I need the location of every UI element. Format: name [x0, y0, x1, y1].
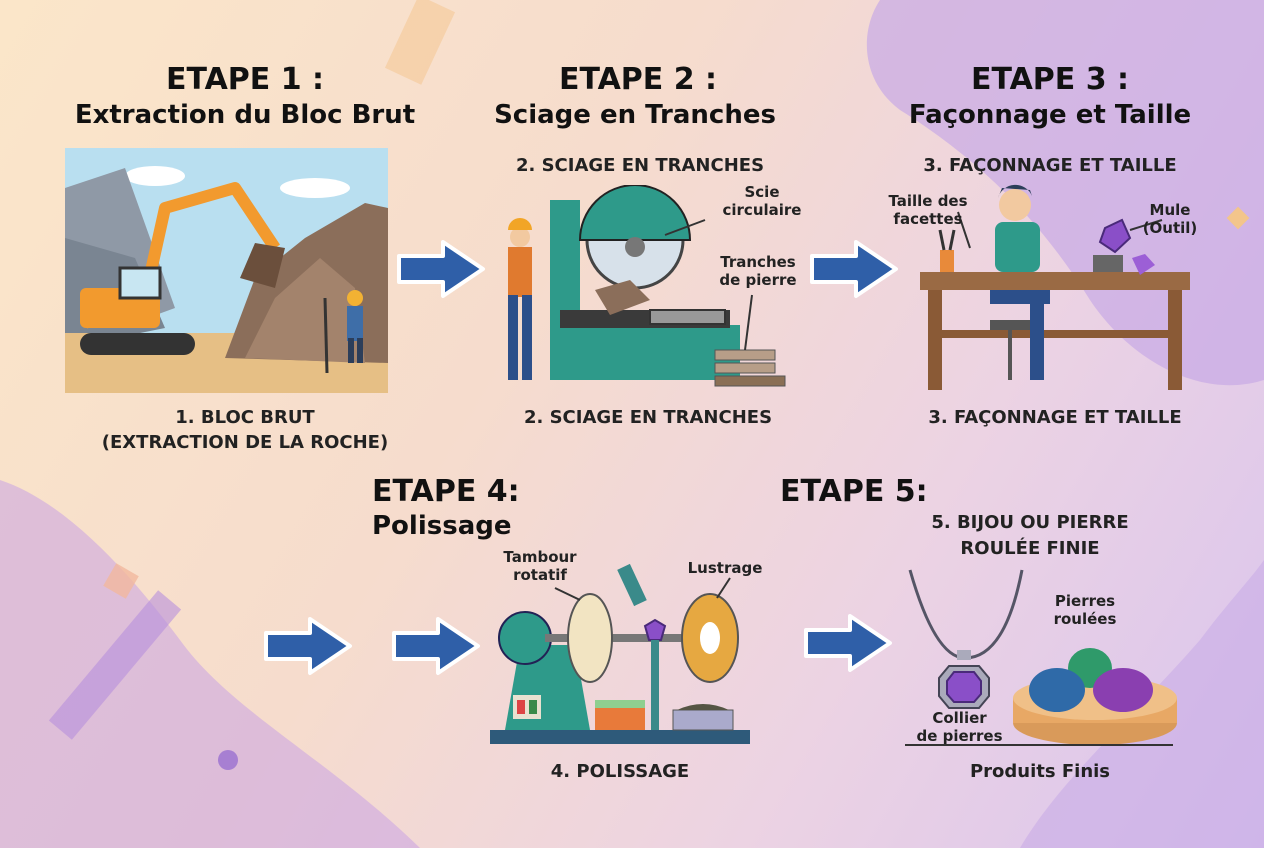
label-tranches-line2: de pierre: [719, 271, 797, 289]
arrow-right-icon: [264, 617, 352, 675]
label-tambour-line2: rotatif: [513, 566, 567, 584]
label-tambour-rotatif: Tambour rotatif: [490, 548, 590, 584]
step3-top-caption: 3. FAÇONNAGE ET TAILLE: [923, 155, 1177, 176]
label-mule-outil: Mule (Outil): [1130, 201, 1210, 237]
label-taille-line1: Taille des: [888, 192, 968, 210]
step1-title: ETAPE 1 :: [165, 62, 325, 97]
step5-title: ETAPE 5:: [780, 474, 928, 509]
step2-top-caption: 2. SCIAGE EN TRANCHES: [515, 155, 765, 176]
arrow-right-icon: [392, 617, 480, 675]
label-collier-line1: Collier: [932, 709, 987, 727]
label-collier-line2: de pierres: [916, 727, 1003, 745]
step3-caption: 3. FAÇONNAGE ET TAILLE: [928, 407, 1182, 428]
step1-caption-line1: 1. BLOC BRUT: [175, 407, 315, 428]
step5-top-caption-line1: 5. BIJOU OU PIERRE: [931, 512, 1129, 533]
step1-subtitle: Extraction du Bloc Brut: [74, 100, 416, 130]
step3-subtitle: Façonnage et Taille: [908, 100, 1192, 130]
label-tranches-line1: Tranches: [720, 253, 796, 271]
label-taille-des-facettes: Taille des facettes: [878, 192, 978, 228]
step4-caption: 4. POLISSAGE: [550, 761, 690, 782]
label-pierres-line2: roulées: [1053, 610, 1117, 628]
label-scie-line2: circulaire: [722, 201, 802, 219]
arrow-right-icon: [804, 614, 892, 672]
label-scie-circulaire: Scie circulaire: [712, 183, 812, 219]
polishing-machine-illustration: [490, 563, 750, 744]
label-mule-line2: (Outil): [1142, 219, 1198, 237]
label-scie-line1: Scie: [744, 183, 780, 201]
step1-caption-line2: (EXTRACTION DE LA ROCHE): [101, 432, 389, 453]
label-pierres-line1: Pierres: [1054, 592, 1116, 610]
stone-cutting-workbench-illustration: [920, 184, 1190, 390]
step4-title: ETAPE 4:: [372, 474, 520, 509]
step5-top-caption-line2: ROULÉE FINIE: [960, 538, 1100, 559]
label-pierres-roulees: Pierres roulées: [1040, 592, 1130, 628]
label-tambour-line1: Tambour: [503, 548, 577, 566]
step5-caption: Produits Finis: [969, 761, 1111, 782]
label-lustrage: Lustrage: [687, 559, 763, 577]
arrow-right-icon: [810, 240, 898, 298]
step2-subtitle: Sciage en Tranches: [494, 100, 776, 130]
arrow-right-icon: [397, 240, 485, 298]
finished-jewelry-illustration: [905, 569, 1177, 746]
label-mule-line1: Mule: [1149, 201, 1191, 219]
step3-title: ETAPE 3 :: [970, 62, 1130, 97]
step2-caption: 2. SCIAGE EN TRANCHES: [523, 407, 773, 428]
circular-saw-illustration: [508, 185, 786, 387]
step4-subtitle: Polissage: [372, 511, 512, 541]
label-collier-de-pierres: Collier de pierres: [912, 709, 1007, 745]
label-taille-line2: facettes: [893, 210, 963, 228]
step2-title: ETAPE 2 :: [558, 62, 718, 97]
label-tranches-de-pierre: Tranches de pierre: [708, 253, 808, 289]
quarry-excavator-illustration: [65, 148, 388, 393]
